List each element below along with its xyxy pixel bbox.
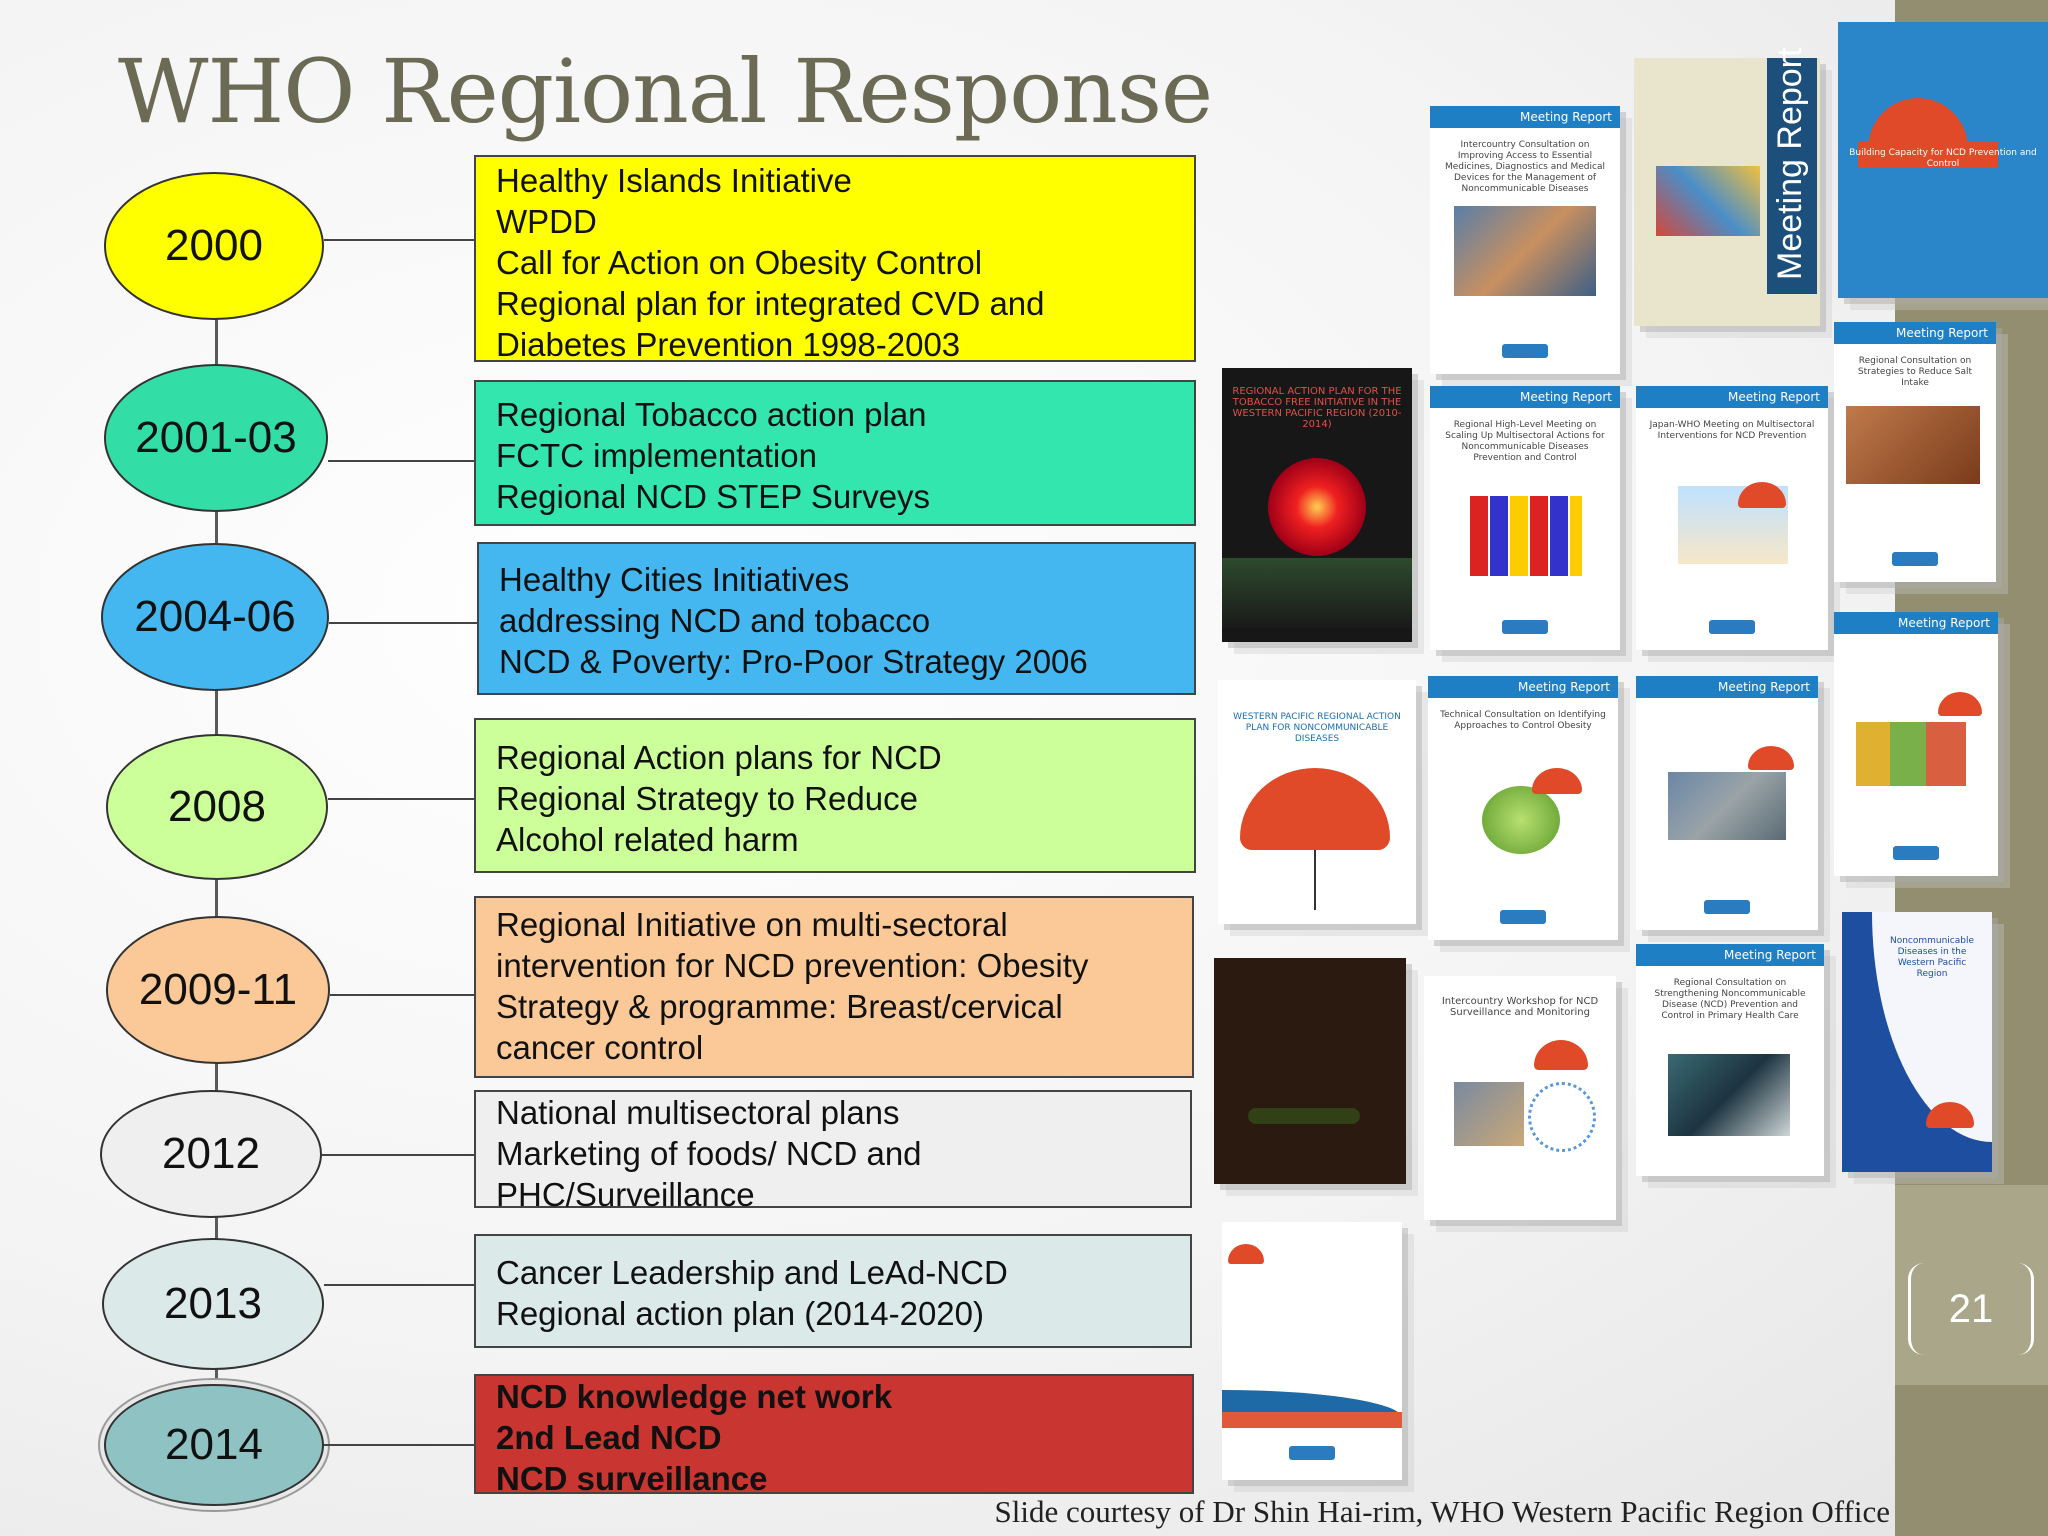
report-cover-salt: Meeting Report Regional Consultation on … bbox=[1834, 322, 1996, 582]
milestone-line: PHC/Surveillance bbox=[496, 1176, 755, 1213]
slide-title: WHO Regional Response bbox=[118, 40, 1213, 143]
year-2013: 2013 bbox=[102, 1238, 324, 1370]
year-2000: 2000 bbox=[104, 172, 324, 320]
connector bbox=[329, 622, 477, 624]
report-cover-obesity: Meeting Report Technical Consultation on… bbox=[1428, 676, 1618, 940]
milestone-line: Healthy Cities Initiatives bbox=[499, 561, 850, 598]
milestone-line: Cancer Leadership and LeAd-NCD bbox=[496, 1254, 1008, 1291]
report-cover-action-plan bbox=[1222, 1222, 1402, 1480]
milestone-box-2004-06: Healthy Cities Initiatives addressing NC… bbox=[477, 542, 1196, 695]
milestone-line: National multisectoral plans bbox=[496, 1094, 900, 1131]
connector bbox=[328, 798, 474, 800]
connector bbox=[324, 1444, 474, 1446]
report-cover-ncd-plan: WESTERN PACIFIC REGIONAL ACTION PLAN FOR… bbox=[1218, 680, 1416, 924]
milestone-line: WPDD bbox=[496, 203, 597, 240]
milestone-line: cancer control bbox=[496, 1029, 704, 1066]
milestone-line: 2nd Lead NCD bbox=[496, 1419, 722, 1456]
report-cover-alcohol bbox=[1214, 958, 1406, 1184]
milestone-box-2014: NCD knowledge net work 2nd Lead NCD NCD … bbox=[474, 1374, 1194, 1497]
milestone-line: Strategy & programme: Breast/cervical bbox=[496, 988, 1063, 1025]
milestone-line: FCTC implementation bbox=[496, 437, 817, 474]
connector bbox=[324, 239, 474, 241]
year-2001-03: 2001-03 bbox=[104, 364, 328, 512]
milestone-line: NCD & Poverty: Pro-Poor Strategy 2006 bbox=[499, 643, 1088, 680]
milestone-line: NCD surveillance bbox=[496, 1460, 768, 1497]
connector bbox=[324, 1284, 474, 1286]
page-number: 21 bbox=[1908, 1263, 2034, 1355]
milestone-box-2009-11: Regional Initiative on multi-sectoral in… bbox=[474, 896, 1194, 1078]
milestone-line: Diabetes Prevention 1998-2003 bbox=[496, 326, 961, 363]
year-2008: 2008 bbox=[106, 734, 328, 880]
milestone-line: Regional plan for integrated CVD and bbox=[496, 285, 1045, 322]
slide-credit: Slide courtesy of Dr Shin Hai-rim, WHO W… bbox=[994, 1494, 1890, 1529]
milestone-line: addressing NCD and tobacco bbox=[499, 602, 931, 639]
connector bbox=[322, 1154, 474, 1156]
milestone-line: Healthy Islands Initiative bbox=[496, 162, 852, 199]
milestone-box-2008: Regional Action plans for NCD Regional S… bbox=[474, 718, 1196, 873]
report-cover-scaling: Meeting Report Regional High-Level Meeti… bbox=[1430, 386, 1620, 650]
report-cover-tobacco: REGIONAL ACTION PLAN FOR THE TOBACCO FRE… bbox=[1222, 368, 1412, 642]
report-cover-medicines: Meeting Report Intercountry Consultation… bbox=[1430, 106, 1620, 374]
milestone-line: Regional Strategy to Reduce bbox=[496, 780, 918, 817]
milestone-line: NCD knowledge net work bbox=[496, 1378, 893, 1415]
milestone-box-2013: Cancer Leadership and LeAd-NCD Regional … bbox=[474, 1234, 1192, 1348]
milestone-line: Regional Action plans for NCD bbox=[496, 739, 942, 776]
milestone-line: Call for Action on Obesity Control bbox=[496, 244, 983, 281]
connector bbox=[328, 460, 474, 462]
milestone-box-2012: National multisectoral plans Marketing o… bbox=[474, 1090, 1192, 1213]
milestone-box-2001-03: Regional Tobacco action plan FCTC implem… bbox=[474, 380, 1196, 526]
milestone-box-2000: Healthy Islands Initiative WPDD Call for… bbox=[474, 155, 1196, 363]
report-cover-wpr: Noncommunicable Diseases in the Western … bbox=[1842, 912, 1992, 1172]
report-cover-primary-care: Meeting Report Regional Consultation on … bbox=[1636, 944, 1824, 1176]
year-2012: 2012 bbox=[100, 1090, 322, 1218]
report-cover-capacity: Building Capacity for NCD Prevention and… bbox=[1838, 22, 2048, 298]
report-cover-surveillance: Intercountry Workshop for NCD Surveillan… bbox=[1424, 976, 1616, 1220]
milestone-line: Regional Initiative on multi-sectoral bbox=[496, 906, 1008, 943]
milestone-line: Regional NCD STEP Surveys bbox=[496, 478, 931, 515]
report-cover-spine-label: Meeting Report bbox=[1771, 47, 1809, 280]
year-2014: 2014 bbox=[104, 1384, 324, 1506]
report-cover-meeting: Meeting Report bbox=[1636, 676, 1818, 930]
milestone-line: Regional action plan (2014-2020) bbox=[496, 1295, 985, 1332]
milestone-line: Alcohol related harm bbox=[496, 821, 799, 858]
milestone-line: Regional Tobacco action plan bbox=[496, 396, 927, 433]
milestone-line: Marketing of foods/ NCD and bbox=[496, 1135, 922, 1172]
milestone-line: intervention for NCD prevention: Obesity bbox=[496, 947, 1089, 984]
report-cover-overweight: Meeting Report bbox=[1834, 612, 1998, 876]
report-cover-japan: Meeting Report Japan-WHO Meeting on Mult… bbox=[1636, 386, 1828, 650]
connector bbox=[330, 994, 474, 996]
year-2004-06: 2004-06 bbox=[101, 543, 329, 691]
report-cover-spine bbox=[1767, 58, 1817, 294]
year-2009-11: 2009-11 bbox=[106, 916, 330, 1064]
